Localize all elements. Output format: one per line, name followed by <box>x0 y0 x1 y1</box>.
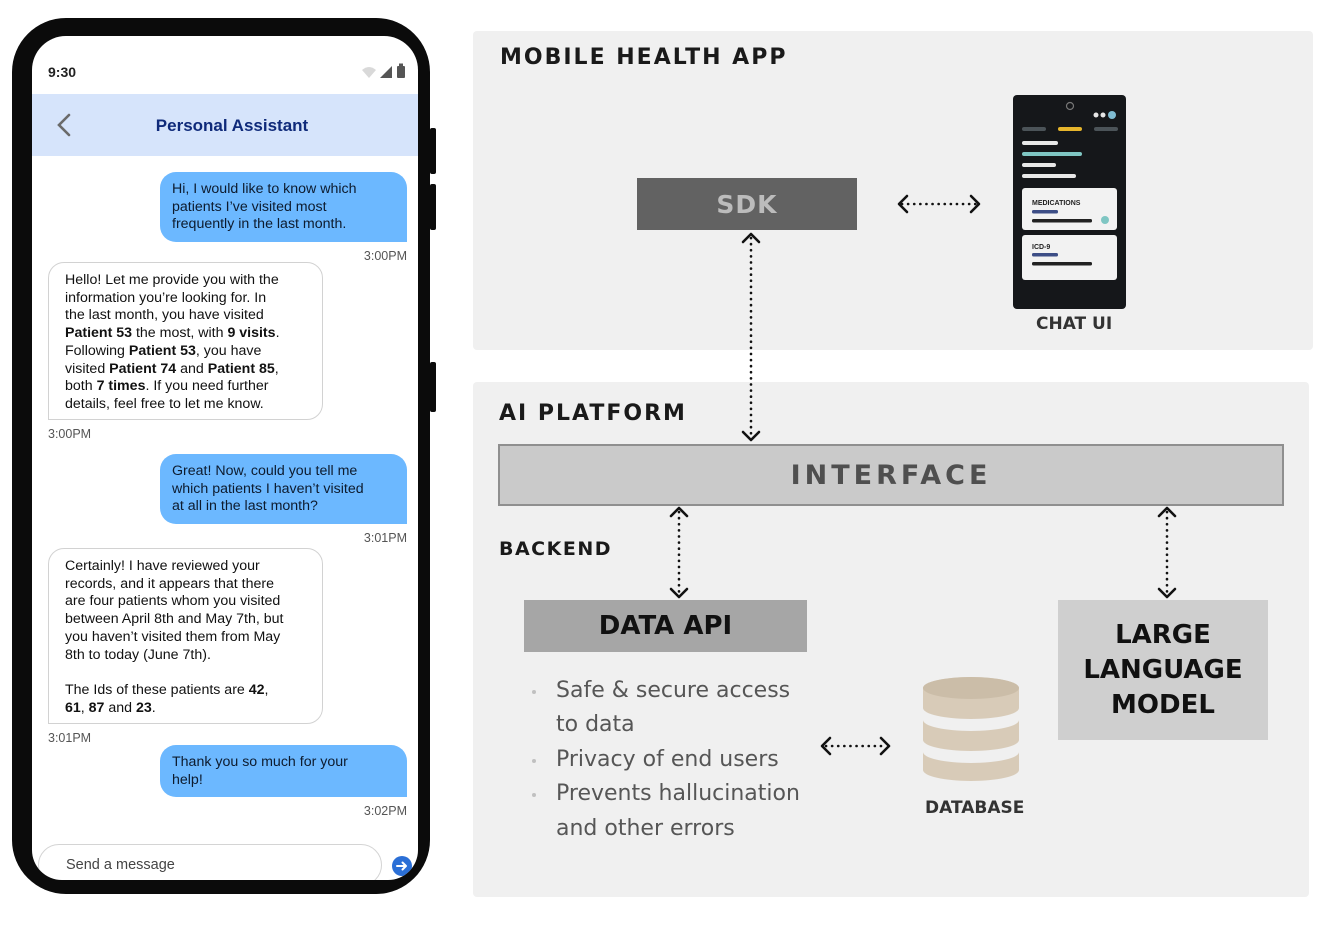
interface-data-api-connector <box>669 506 689 599</box>
message-line: Following Patient 53, you have <box>65 342 262 359</box>
message-timestamp: 3:01PM <box>48 731 92 745</box>
phone-screen: 9:30 Personal Assistant Hi, I would like… <box>32 36 418 880</box>
signal-battery-icon <box>362 63 405 78</box>
chat-header: Personal Assistant <box>32 94 418 156</box>
message-input-placeholder: Send a message <box>66 857 175 873</box>
phone-side-button <box>430 184 436 230</box>
message-line: at all in the last month? <box>172 498 318 515</box>
ai-platform-title: AI PLATFORM <box>499 401 687 426</box>
message-line: both 7 times. If you need further <box>65 378 269 395</box>
llm-box: LARGE LANGUAGE MODEL <box>1058 600 1268 740</box>
mobile-health-app-panel <box>473 31 1313 350</box>
message-line: Great! Now, could you tell me <box>172 463 358 479</box>
message-timestamp: 3:00PM <box>363 249 407 263</box>
chat-ui-label: CHAT UI <box>1036 314 1113 334</box>
data-api-feature-list: Safe & secure access to data Privacy of … <box>528 674 818 846</box>
phone-mockup: 9:30 Personal Assistant Hi, I would like… <box>12 18 436 894</box>
database-label: DATABASE <box>925 798 1025 818</box>
phone-side-button <box>430 128 436 174</box>
chat-title: Personal Assistant <box>155 116 309 135</box>
status-bar: 9:30 <box>32 36 418 94</box>
data-api-box: DATA API <box>524 600 807 652</box>
sdk-interface-connector <box>741 232 761 442</box>
message-line: Thank you so much for your <box>172 754 348 770</box>
chat-ui-card-label: ICD-9 <box>1032 244 1050 251</box>
interface-box: INTERFACE <box>498 444 1284 506</box>
message-line: help! <box>172 771 203 788</box>
mobile-health-app-title: MOBILE HEALTH APP <box>500 45 788 70</box>
message-line: visited Patient 74 and Patient 85, <box>65 360 279 377</box>
message-timestamp: 3:00PM <box>48 427 92 441</box>
backend-title: BACKEND <box>499 538 613 560</box>
message-line: details, feel free to let me know. <box>65 395 264 412</box>
message-line: between April 8th and May 7th, but <box>65 611 284 628</box>
data-api-feature: Safe & secure access to data <box>528 674 818 743</box>
message-timestamp: 3:02PM <box>363 804 407 818</box>
phone-side-button <box>430 362 436 412</box>
message-line: which patients I haven’t visited <box>172 480 364 497</box>
message-line: The Ids of these patients are 42, <box>65 681 269 698</box>
llm-label-line: MODEL <box>1111 689 1215 720</box>
message-line: 61, 87 and 23. <box>65 699 156 716</box>
message-line: you haven’t visited them from May <box>65 628 281 645</box>
status-time: 9:30 <box>48 64 77 80</box>
message-line: are four patients whom you visited <box>65 593 281 610</box>
sdk-box: SDK <box>637 178 857 230</box>
message-line: frequently in the last month. <box>172 216 347 233</box>
llm-label-line: LANGUAGE <box>1083 654 1243 685</box>
message-line: Hello! Let me provide you with the <box>65 272 279 288</box>
message-line: Patient 53 the most, with 9 visits. <box>65 325 280 342</box>
message-line: patients I’ve visited most <box>172 198 327 215</box>
data-api-feature: Privacy of end users <box>528 743 818 777</box>
data-api-database-connector <box>820 736 891 756</box>
message-line: 8th to today (June 7th). <box>65 646 211 663</box>
message-line: Hi, I would like to know which <box>172 181 357 197</box>
back-arrow-icon[interactable] <box>56 112 72 138</box>
message-line: information you’re looking for. In <box>65 289 267 306</box>
send-button[interactable] <box>392 856 412 876</box>
data-api-feature: Prevents hallucination and other errors <box>528 777 818 846</box>
message-line: Certainly! I have reviewed your <box>65 558 260 574</box>
message-timestamp: 3:01PM <box>363 531 407 545</box>
message-line: the last month, you have visited <box>65 307 264 324</box>
message-input[interactable]: Send a message <box>38 844 382 880</box>
llm-label-line: LARGE <box>1115 619 1211 650</box>
send-arrow-icon <box>396 861 407 871</box>
message-line: records, and it appears that there <box>65 575 274 592</box>
sdk-chat-ui-connector <box>897 194 981 214</box>
interface-llm-connector <box>1157 506 1177 599</box>
database-icon <box>923 677 1019 781</box>
chat-ui-card-label: MEDICATIONS <box>1032 200 1081 207</box>
chat-ui-phone-icon: MEDICATIONS ICD-9 <box>1013 95 1126 309</box>
